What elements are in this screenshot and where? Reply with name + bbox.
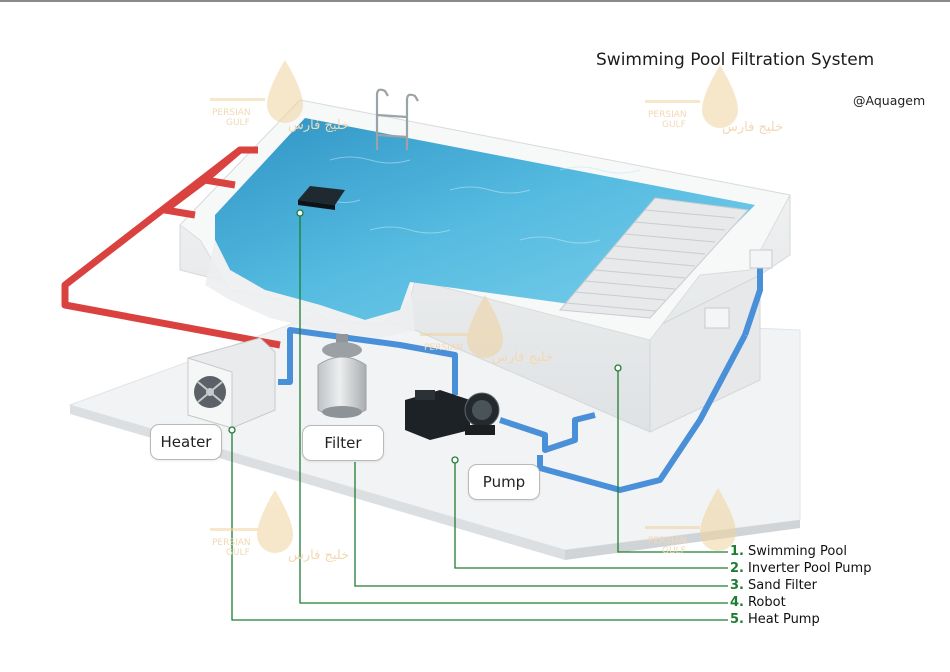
- watermark-text: PERSIAN: [648, 110, 687, 120]
- pool-ladder: [375, 88, 419, 150]
- legend-item: 2.Inverter Pool Pump: [730, 561, 872, 576]
- watermark-text: GULF: [662, 120, 686, 130]
- callout-filter: Filter: [302, 425, 384, 461]
- pool-side-wall: [649, 274, 761, 433]
- watermark-text: PERSIAN: [212, 108, 251, 118]
- watermark-script: خلیج فارس: [288, 548, 350, 563]
- pool-pump-unit: [405, 390, 500, 440]
- leader-endpoints: [228, 209, 622, 464]
- component-legend: 1.Swimming Pool 2.Inverter Pool Pump 3.S…: [730, 543, 871, 628]
- diagram-title: Swimming Pool Filtration System: [596, 50, 875, 70]
- watermark-text: PERSIAN: [424, 343, 463, 353]
- sand-filter-unit: [317, 334, 367, 418]
- watermark-text: PERSIAN: [212, 538, 251, 548]
- watermark-script: خلیج فارس: [288, 118, 350, 133]
- legend-item: 5.Heat Pump: [730, 612, 820, 627]
- callout-heater: Heater: [150, 424, 222, 460]
- credit-handle: @Aquagem: [853, 93, 926, 108]
- pool-robot: [298, 186, 345, 210]
- legend-item: 4.Robot: [730, 595, 786, 610]
- hot-water-pipe: [61, 146, 281, 349]
- callout-pump: Pump: [468, 464, 540, 500]
- pool-inner-wall: [205, 240, 415, 338]
- watermark-text: GULF: [226, 118, 250, 128]
- heat-pump-unit: [187, 337, 276, 429]
- leader-lines: [231, 213, 728, 621]
- watermark-text: PERSIAN: [648, 536, 687, 546]
- legend-item: 1.Swimming Pool: [730, 544, 847, 559]
- watermark-text: GULF: [662, 546, 686, 556]
- watermark-script: خلیج فارس: [492, 350, 554, 365]
- legend-item: 3.Sand Filter: [730, 578, 818, 593]
- top-rule: [0, 0, 950, 2]
- pool-cover: [558, 197, 750, 319]
- watermark-script: خلیج فارس: [722, 120, 784, 135]
- pool-outlets: [704, 249, 773, 329]
- watermark-text: GULF: [226, 548, 250, 558]
